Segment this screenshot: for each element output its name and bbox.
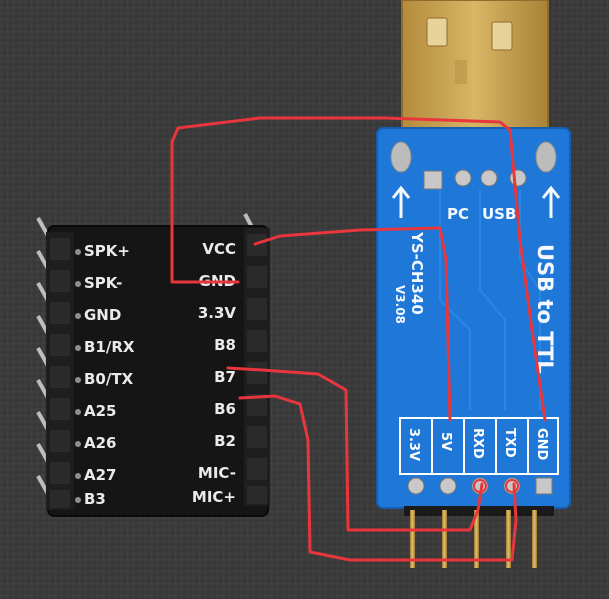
wire-endpoints [473,479,519,493]
pin-label: VCC [202,240,236,258]
pin-label: MIC+ [192,488,236,506]
adapter-pin-label: 3.3V [406,428,421,461]
pin-label: B0/TX [84,370,134,388]
pin-label: B8 [214,336,236,354]
pin-label: MIC- [198,464,236,482]
wire-gnd [170,116,547,422]
adapter-pin-labels: 3.3V 5V RXD TXD GND [406,428,549,461]
wire-vcc [253,226,452,422]
pin-label: A25 [84,402,116,420]
pin-label: A26 [84,434,116,452]
pin-label: SPK- [84,274,122,292]
module-left-labels: SPK+ SPK- GND B1/RX B0/TX A25 A26 A27 B3 [84,242,135,508]
pin-label: B1/RX [84,338,135,356]
pin-label: 3.3V [198,304,237,322]
chip-label: YS-CH340 [408,231,426,315]
usb-label: USB [482,205,516,223]
pin-label: B3 [84,490,106,508]
adapter-pin-label: GND [534,428,549,461]
pin-label: B7 [214,368,236,386]
adapter-pin-label: 5V [438,432,453,451]
pin-label: B2 [214,432,236,450]
wire-b7-rxd [226,366,484,532]
adapter-pin-label: TXD [502,428,517,458]
pin-label: A27 [84,466,116,484]
pin-label: SPK+ [84,242,130,260]
wire-b6-txd [238,394,518,562]
wiring-overlay [170,116,547,562]
adapter-title: USB to TTL [533,244,557,374]
audio-module [36,213,270,517]
pc-label: PC [447,205,469,223]
pin-label: B6 [214,400,236,418]
pin-label: GND [84,306,121,324]
version-label: V3.08 [393,285,407,324]
adapter-pin-label: RXD [470,428,485,459]
